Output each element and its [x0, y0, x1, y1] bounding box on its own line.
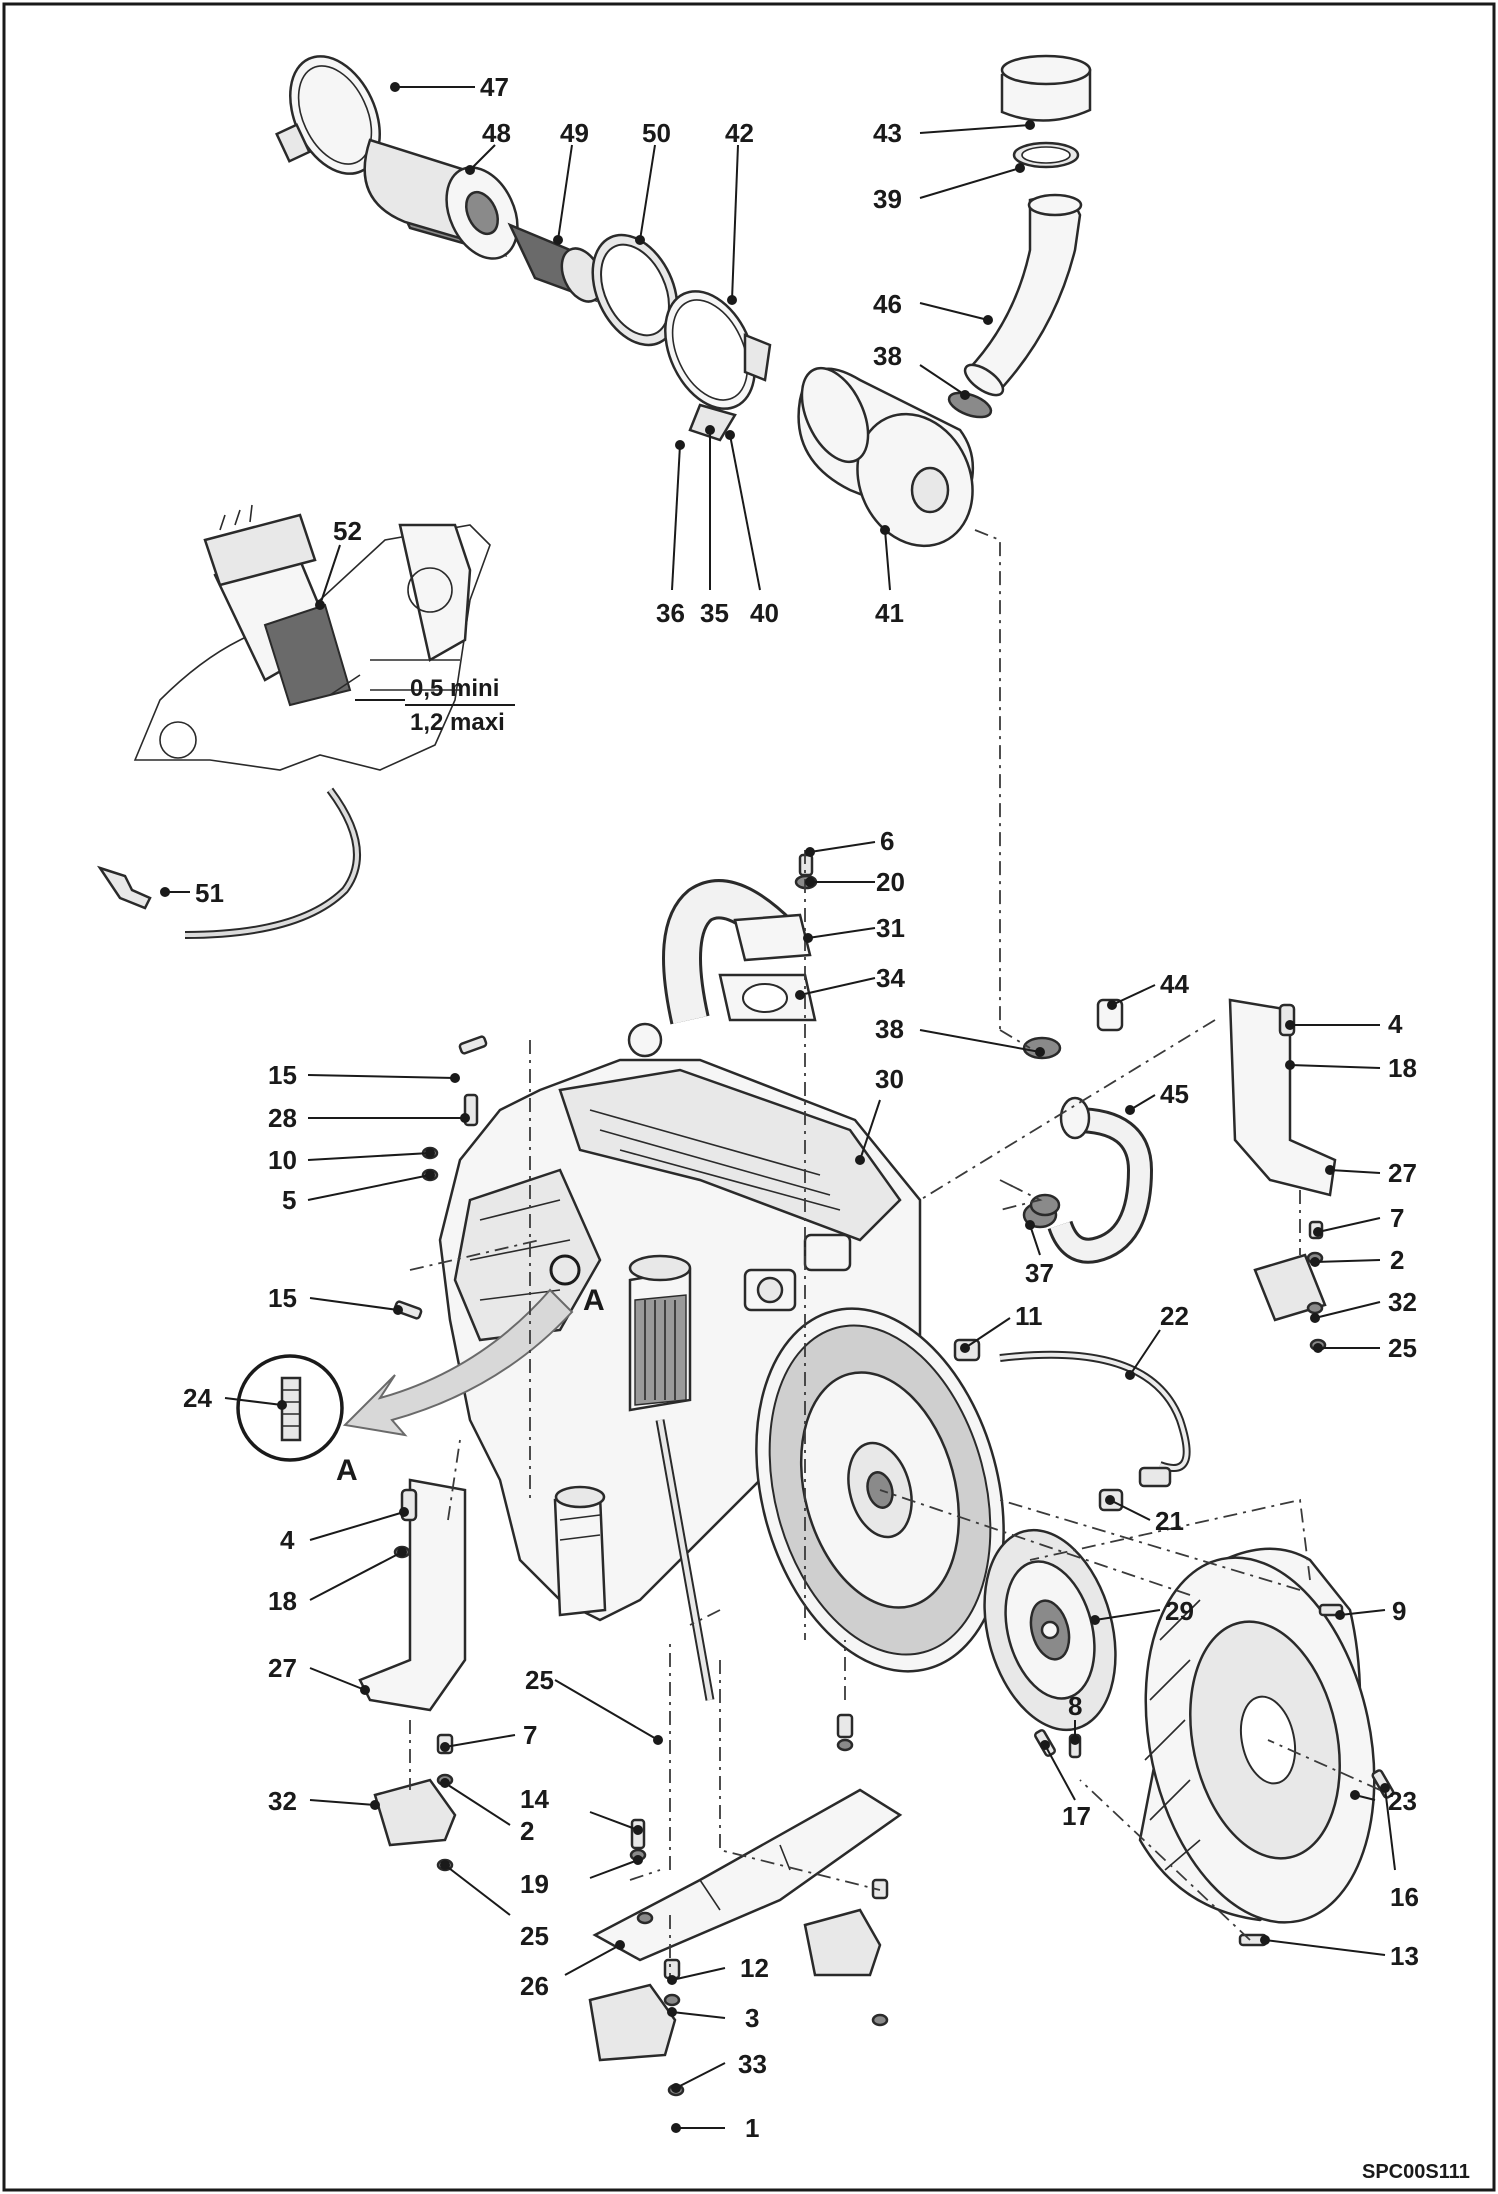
callout-49: 49 [560, 118, 589, 148]
callout-29: 29 [1165, 1596, 1194, 1626]
callout-18-left: 18 [268, 1586, 297, 1616]
callout-24: 24 [183, 1383, 212, 1413]
callout-7-left: 7 [523, 1720, 537, 1750]
gap-note-min: 0,5 mini [410, 675, 499, 702]
callout-leaders [160, 82, 1396, 2133]
engine-block-illustration [438, 1022, 922, 1701]
callout-50: 50 [642, 118, 671, 148]
callout-2-left: 2 [520, 1816, 534, 1846]
callout-34: 34 [876, 963, 905, 993]
callout-27-left: 27 [268, 1653, 297, 1683]
filter-housing-41-illustration [797, 366, 975, 548]
precleaner-cap-43-illustration [1000, 54, 1092, 122]
callout-47: 47 [480, 72, 509, 102]
callout-5: 5 [282, 1185, 296, 1215]
callout-43: 43 [873, 118, 902, 148]
callout-19: 19 [520, 1869, 549, 1899]
intake-pipe-46-illustration [963, 193, 1083, 397]
callout-15-upper: 15 [268, 1060, 297, 1090]
assembly-center-lines [409, 529, 1381, 1980]
coupling-disc-29-illustration [983, 1528, 1117, 1732]
callout-1: 1 [745, 2113, 759, 2143]
engine-bracket-27-right-illustration [1228, 998, 1337, 1352]
callout-4-left: 4 [280, 1525, 295, 1555]
detail-a-source-circle [549, 1254, 581, 1286]
callout-10: 10 [268, 1145, 297, 1175]
callout-45: 45 [1160, 1079, 1189, 1109]
drawing-reference-code: SPC00S111 [1362, 2161, 1470, 2183]
sensor-cable-51-illustration [96, 787, 361, 939]
callout-11: 11 [1015, 1301, 1043, 1331]
drawing-annotations: 0,5 mini 1,2 maxi A A SPC00S111 [336, 675, 1470, 2183]
hose-31-illustration [662, 853, 818, 1025]
callout-32-right: 32 [1388, 1287, 1417, 1317]
callout-42: 42 [725, 118, 754, 148]
callout-23: 23 [1388, 1786, 1417, 1816]
callout-8: 8 [1068, 1691, 1082, 1721]
callout-25-right: 25 [1388, 1333, 1417, 1363]
callout-46: 46 [873, 289, 902, 319]
callout-31: 31 [876, 913, 905, 943]
callout-17: 17 [1062, 1801, 1091, 1831]
callout-18-right: 18 [1388, 1053, 1417, 1083]
callout-51: 51 [195, 878, 224, 908]
callout-21: 21 [1155, 1506, 1184, 1536]
detail-marker-view: A [336, 1454, 358, 1487]
callout-44: 44 [1160, 969, 1189, 999]
clip-39-illustration [1012, 141, 1080, 169]
callout-32-left: 32 [268, 1786, 297, 1816]
clamp-42-illustration [664, 290, 772, 442]
callout-48: 48 [482, 118, 511, 148]
callout-38-upper: 38 [873, 341, 902, 371]
gap-note-max: 1,2 maxi [410, 709, 505, 736]
callout-15-lower: 15 [268, 1283, 297, 1313]
callout-33: 33 [738, 2049, 767, 2079]
callout-labels: 47 48 49 50 42 43 39 46 38 36 35 40 41 5… [183, 72, 1419, 2143]
callout-16: 16 [1390, 1882, 1419, 1912]
callout-2-right: 2 [1390, 1245, 1404, 1275]
callout-28: 28 [268, 1103, 297, 1133]
callout-38-lower: 38 [875, 1014, 904, 1044]
callout-52: 52 [333, 516, 362, 546]
callout-6: 6 [880, 826, 894, 856]
bell-housing-23-illustration [1138, 1547, 1376, 1924]
spring-clamp-38-upper-illustration [947, 391, 993, 419]
callout-4-right: 4 [1388, 1009, 1403, 1039]
clamp-47-illustration [275, 55, 381, 175]
callout-3: 3 [745, 2003, 759, 2033]
callout-40: 40 [750, 598, 779, 628]
callout-25-middle: 25 [525, 1665, 554, 1695]
callout-22: 22 [1160, 1301, 1189, 1331]
support-bracket-26-illustration [592, 1713, 903, 1962]
detail-marker-engine: A [583, 1284, 605, 1317]
detail-a-view [236, 1288, 574, 1462]
air-filter-assembly [275, 54, 1092, 548]
callout-37: 37 [1025, 1258, 1054, 1288]
sensor-gap-detail [133, 504, 491, 771]
callout-26: 26 [520, 1971, 549, 2001]
callout-14: 14 [520, 1784, 549, 1814]
filter-element-48-illustration [363, 138, 519, 260]
callout-20: 20 [876, 867, 905, 897]
callout-39: 39 [873, 184, 902, 214]
callout-13: 13 [1390, 1941, 1419, 1971]
callout-25-left: 25 [520, 1921, 549, 1951]
callout-9: 9 [1392, 1596, 1406, 1626]
callout-27-right: 27 [1388, 1158, 1417, 1188]
seal-ring-50-illustration [591, 233, 679, 347]
callout-30: 30 [875, 1064, 904, 1094]
callout-7-right: 7 [1390, 1203, 1404, 1233]
callout-35: 35 [700, 598, 729, 628]
callout-41: 41 [875, 598, 904, 628]
callout-12: 12 [740, 1953, 769, 1983]
callout-36: 36 [656, 598, 685, 628]
